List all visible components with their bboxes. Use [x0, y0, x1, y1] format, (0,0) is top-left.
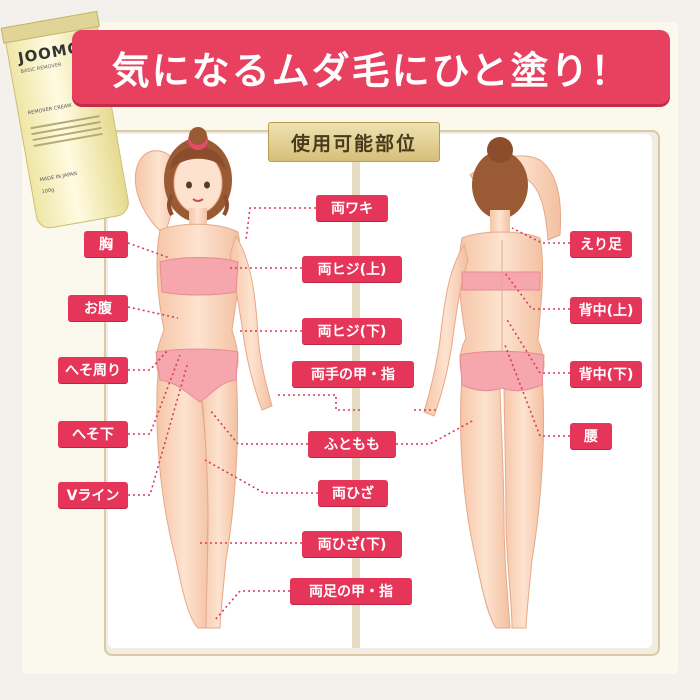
label-upper-elbows: 両ヒジ(上)	[302, 256, 402, 282]
label-underarms: 両ワキ	[316, 195, 388, 221]
label-chest: 胸	[84, 231, 128, 257]
panel-divider	[352, 134, 360, 648]
front-figure	[134, 127, 273, 629]
label-knees: 両ひざ	[318, 480, 388, 506]
leader-lines	[127, 207, 570, 621]
title-banner: 気になるムダ毛にひと塗り！	[72, 30, 670, 104]
label-lower-knees: 両ひざ(下)	[302, 531, 402, 557]
label-below-navel: へそ下	[58, 421, 128, 447]
label-navel-area: へそ周り	[58, 357, 128, 383]
label-feet-toes: 両足の甲・指	[290, 578, 412, 604]
page-title: 気になるムダ毛にひと塗り！	[111, 48, 631, 93]
label-thighs: ふともも	[308, 431, 396, 457]
subtitle-badge: 使用可能部位	[268, 122, 440, 162]
label-belly: お腹	[68, 295, 128, 321]
back-figure	[423, 137, 562, 629]
label-nape: えり足	[570, 231, 632, 257]
label-waist: 腰	[570, 423, 612, 449]
label-upper-back: 背中(上)	[570, 297, 642, 323]
label-lower-elbows: 両ヒジ(下)	[302, 318, 402, 344]
label-lower-back: 背中(下)	[570, 361, 642, 387]
subtitle-text: 使用可能部位	[290, 132, 417, 155]
label-v-line: Vライン	[58, 482, 128, 508]
label-hands-fingers: 両手の甲・指	[292, 361, 414, 387]
